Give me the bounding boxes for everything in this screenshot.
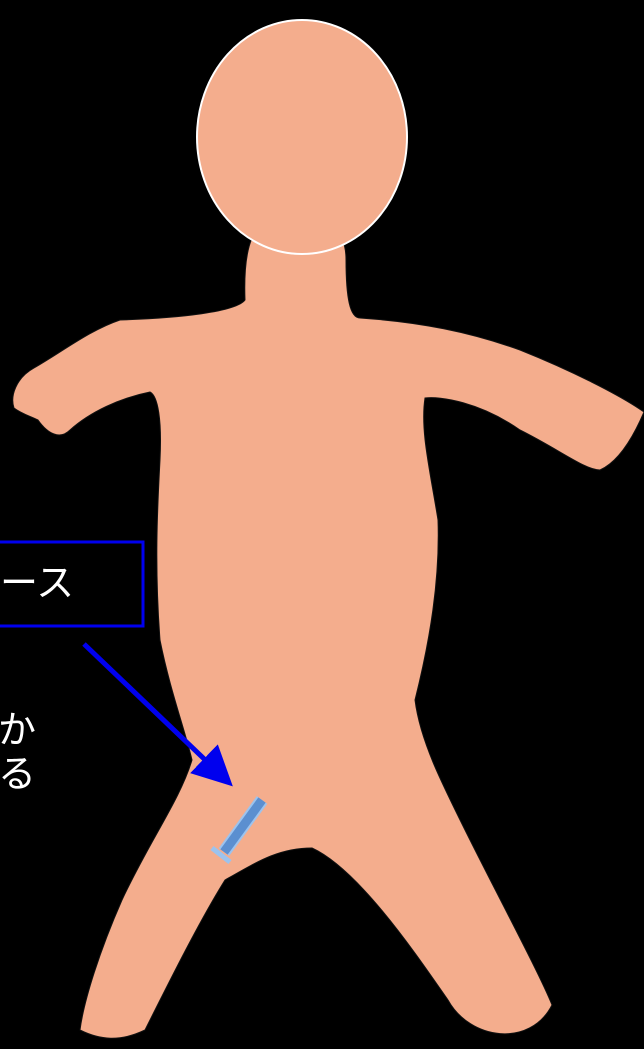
side-text-line2: る: [0, 752, 36, 796]
callout-label: シース: [0, 561, 74, 605]
head: [197, 20, 407, 254]
side-text-line1: か: [0, 708, 36, 752]
